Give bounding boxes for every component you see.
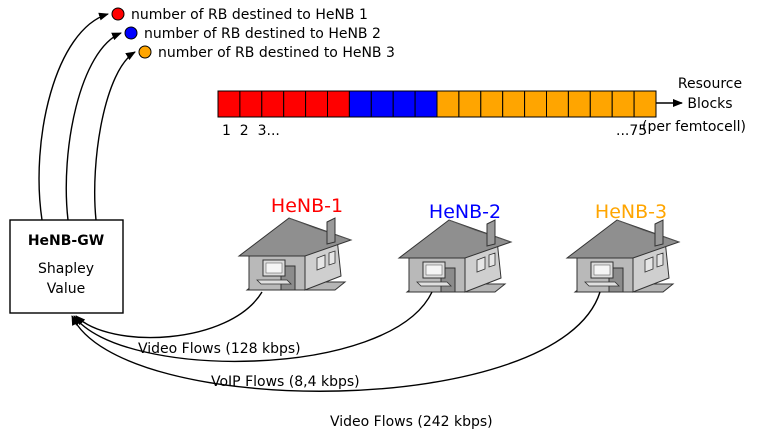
rb-index-start: 1 2 3...	[222, 123, 280, 139]
resource-block-cell	[502, 90, 526, 118]
gateway-box	[9, 219, 124, 314]
legend-dot-henb2	[124, 26, 138, 40]
resource-block-cell	[436, 90, 460, 118]
resource-block-cell	[633, 90, 657, 118]
resource-block-cell	[414, 90, 438, 118]
gateway-legend-curves	[38, 12, 136, 221]
resource-block-cell	[217, 90, 241, 118]
flow-curve-henb1	[75, 291, 263, 339]
resource-block-cell	[392, 90, 416, 118]
resource-block-cell	[480, 90, 504, 118]
resource-block-cell	[370, 90, 394, 118]
resource-block-bar	[217, 90, 657, 118]
curve-to-legend-1	[38, 12, 109, 221]
resource-blocks-label-line1: Resource	[678, 76, 742, 92]
resource-block-cell	[261, 90, 285, 118]
legend-dot-henb1	[111, 7, 125, 21]
resource-blocks-label-line2: Blocks	[687, 96, 732, 112]
resource-block-cell	[589, 90, 613, 118]
resource-block-cell	[305, 90, 329, 118]
resource-block-cell	[283, 90, 307, 118]
flow-label-henb3: Video Flows (242 kbps)	[330, 414, 493, 430]
legend-label-henb2: number of RB destined to HeNB 2	[144, 26, 381, 42]
legend: number of RB destined to HeNB 1 number o…	[111, 7, 395, 61]
rb-index-end: ...75	[616, 123, 647, 139]
henb3-title: HeNB-3	[595, 201, 667, 223]
resource-block-cell	[524, 90, 547, 118]
resource-block-cell	[611, 90, 635, 118]
gateway-title: HeNB-GW	[28, 233, 104, 249]
resource-block-cell	[348, 90, 372, 118]
gateway-line2: Value	[47, 281, 85, 297]
legend-dot-henb3	[138, 45, 152, 59]
resource-block-cell	[458, 90, 482, 118]
flow-curves	[71, 291, 601, 392]
resource-blocks-label-line3: (per femtocell)	[642, 119, 746, 135]
resource-block-cell	[546, 90, 569, 118]
flow-label-henb1: Video Flows (128 kbps)	[138, 341, 301, 357]
resource-block-cell	[327, 90, 350, 118]
flow-label-henb2: VoIP Flows (8,4 kbps)	[211, 374, 360, 390]
gateway-line1: Shapley	[38, 261, 94, 277]
flow-curve-henb3	[71, 291, 601, 392]
legend-label-henb1: number of RB destined to HeNB 1	[131, 7, 368, 23]
henb3-house-icon	[566, 219, 680, 293]
resource-block-cell	[239, 90, 263, 118]
henb2-house-icon	[398, 219, 512, 293]
henb2-title: HeNB-2	[429, 201, 501, 223]
henb1-house-icon	[238, 217, 352, 291]
curve-to-legend-2	[65, 32, 122, 221]
henb1-title: HeNB-1	[271, 195, 343, 217]
legend-label-henb3: number of RB destined to HeNB 3	[158, 45, 395, 61]
resource-block-cell	[567, 90, 591, 118]
flow-curve-henb2	[73, 291, 433, 363]
curve-to-legend-3	[93, 51, 136, 221]
henb-gateway: HeNB-GW Shapley Value	[9, 219, 124, 314]
